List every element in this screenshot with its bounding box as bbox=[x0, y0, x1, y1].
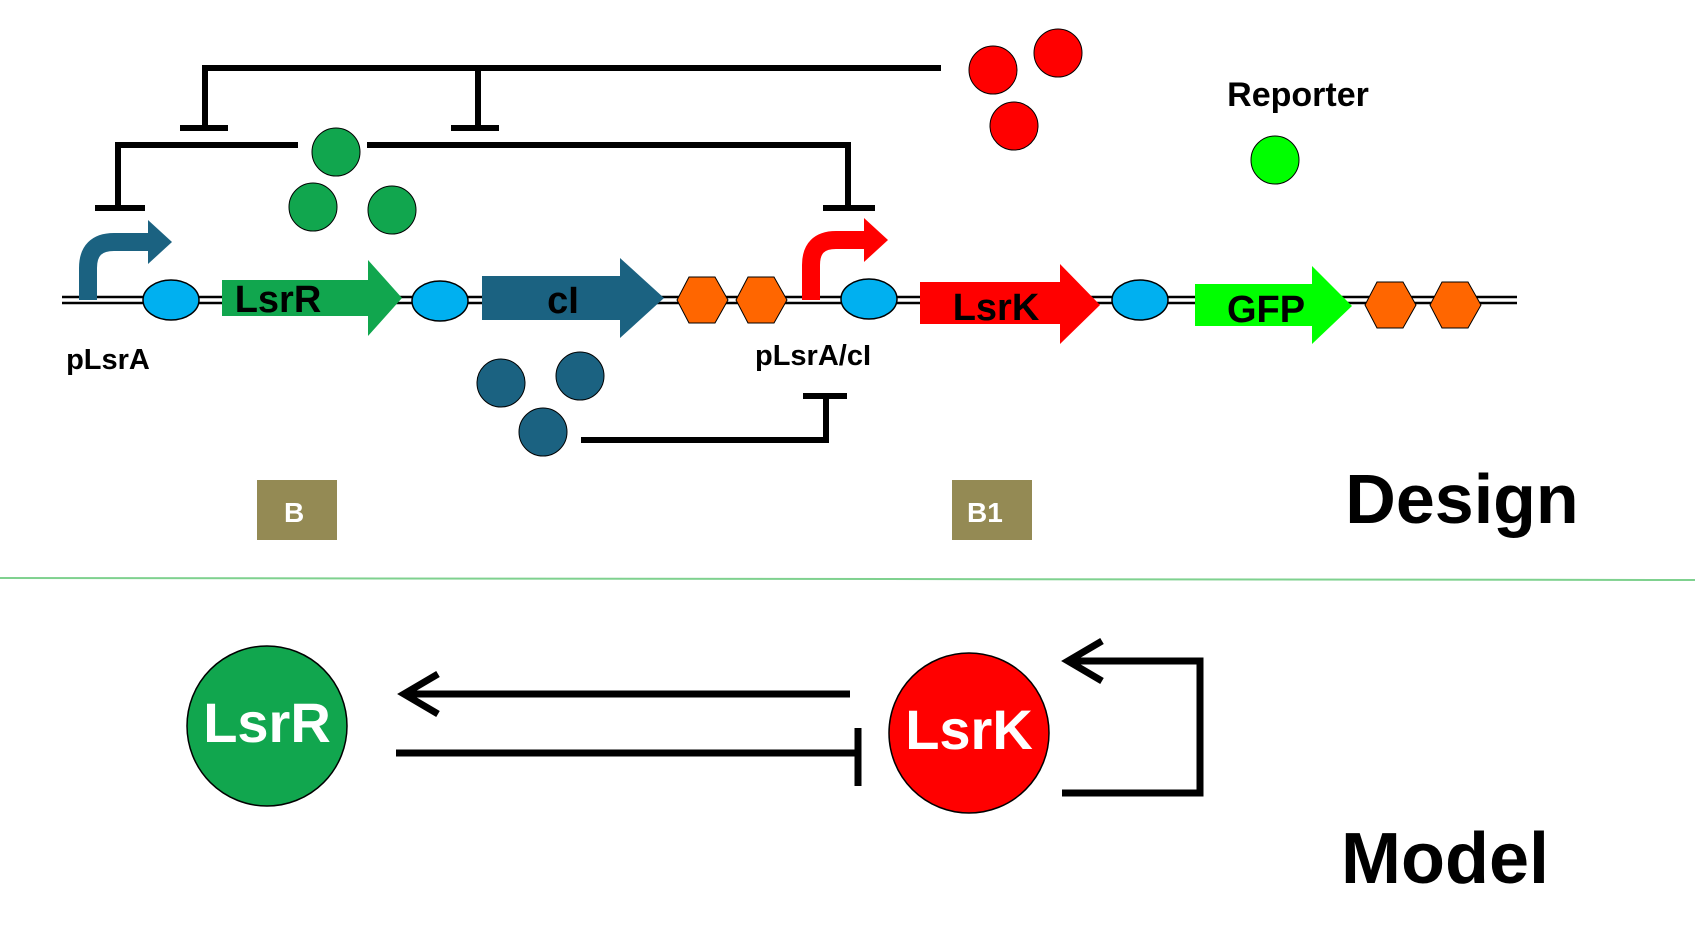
ci-protein bbox=[476, 358, 526, 408]
ci-repression-bracket bbox=[581, 393, 847, 443]
terminator bbox=[1429, 281, 1482, 329]
lsrr-repression-bracket bbox=[95, 142, 875, 211]
plsra-promoter-arrow bbox=[79, 220, 172, 300]
lsrr-protein-dots bbox=[288, 127, 417, 235]
lsrr-protein bbox=[288, 182, 338, 232]
model-node-lsrr-label: LsrR bbox=[203, 691, 331, 754]
model-node-lsrk: LsrK bbox=[888, 652, 1050, 814]
rbs-sites bbox=[142, 278, 1169, 322]
gene-lsrk-label: LsrK bbox=[953, 287, 1040, 329]
box-b1: B1 bbox=[952, 480, 1032, 540]
lsrr-to-lsrk-repression-edge bbox=[396, 728, 862, 786]
terminator bbox=[735, 276, 788, 324]
box-b-label: B bbox=[284, 497, 304, 528]
gene-lsrk bbox=[920, 264, 1100, 344]
lsrk-protein-dots bbox=[968, 28, 1083, 151]
design-title: Design bbox=[1345, 460, 1578, 538]
lsrk-protein bbox=[989, 101, 1039, 151]
lsrk-self-activation-loop bbox=[1061, 637, 1204, 797]
reporter-label: Reporter bbox=[1227, 76, 1369, 114]
model-title: Model bbox=[1341, 819, 1549, 899]
ci-protein bbox=[555, 351, 605, 401]
gene-ci bbox=[482, 258, 664, 338]
plsra-ci-promoter-arrow bbox=[802, 218, 888, 300]
plsra-ci-label: pLsrA/cI bbox=[755, 340, 871, 372]
gene-lsrr bbox=[222, 260, 402, 336]
terminator bbox=[676, 276, 729, 324]
reporter-protein-dot bbox=[1250, 135, 1300, 185]
lsrk-repression-bracket bbox=[180, 65, 941, 131]
gene-gfp-label: GFP bbox=[1227, 289, 1305, 331]
lsrk-protein bbox=[968, 45, 1018, 95]
lsrr-protein bbox=[367, 185, 417, 235]
gene-lsrr-label: LsrR bbox=[235, 279, 322, 321]
lsrk-protein bbox=[1033, 28, 1083, 78]
box-b1-label: B1 bbox=[967, 497, 1003, 528]
box-b: B bbox=[257, 480, 337, 540]
plsra-label: pLsrA bbox=[66, 344, 150, 376]
rbs bbox=[142, 279, 200, 321]
terminators bbox=[676, 276, 1482, 329]
rbs bbox=[840, 278, 898, 320]
rbs bbox=[1111, 279, 1169, 321]
lsrk-to-lsrr-activation-edge bbox=[397, 670, 850, 718]
rbs bbox=[411, 280, 469, 322]
ci-protein bbox=[518, 407, 568, 457]
terminator bbox=[1364, 281, 1417, 329]
model-node-lsrk-label: LsrK bbox=[905, 698, 1033, 761]
gene-ci-label: cI bbox=[547, 280, 579, 322]
gene-gfp bbox=[1195, 266, 1352, 344]
ci-protein-dots bbox=[476, 351, 605, 457]
lsrr-protein bbox=[311, 127, 361, 177]
model-node-lsrr: LsrR bbox=[186, 645, 348, 807]
panel-divider bbox=[0, 577, 1695, 581]
